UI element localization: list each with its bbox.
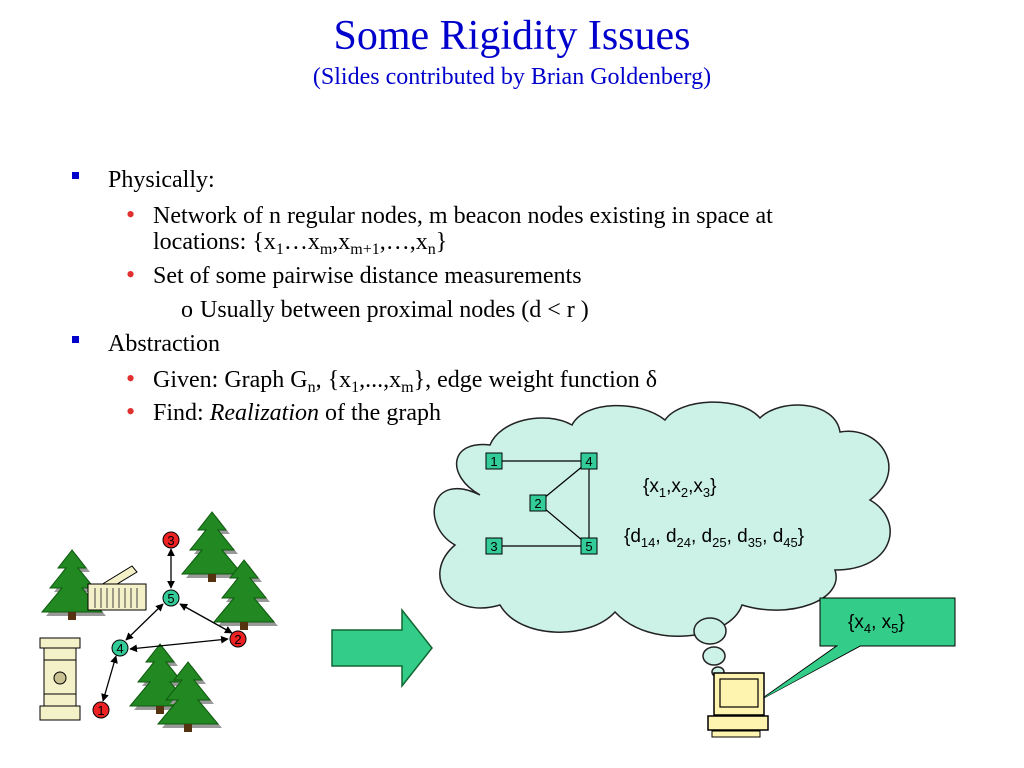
scene-edges: [101, 548, 233, 702]
graph-node: [580, 452, 598, 470]
graph-node: [529, 494, 547, 512]
callout-text: {x4, x5}: [848, 612, 905, 636]
bullet-network: Network of n regular nodes, m beacon nod…: [153, 203, 773, 229]
tower-icon: [39, 637, 81, 721]
regular-node: [162, 589, 180, 607]
beacon-set: {x1,x2,x3}: [643, 476, 716, 500]
bullet-dot-icon: •: [126, 364, 136, 393]
beacon-node-label: 1: [97, 703, 104, 718]
beacon-node: [92, 701, 110, 719]
computer-icon: [707, 672, 769, 738]
bullet-proximal: Usually between proximal nodes (d < r ): [200, 297, 589, 323]
beacon-node: [229, 630, 247, 648]
bullet-given: Given: Graph Gn, {x1,...,xm}, edge weigh…: [153, 367, 658, 396]
building-icon: [87, 565, 147, 611]
regular-node: [111, 639, 129, 657]
beacon-node-label: 3: [167, 533, 174, 548]
graph-node: [485, 537, 503, 555]
graph-node-label: 3: [490, 539, 497, 554]
arrow-right-icon: [331, 607, 433, 689]
regular-node-label: 5: [167, 591, 174, 606]
bullet-dot-icon: •: [126, 397, 136, 426]
bullet-abstraction: Abstraction: [108, 331, 220, 357]
graph-node-label: 5: [585, 539, 592, 554]
bullet-square-icon: [72, 336, 79, 343]
slide-subtitle: (Slides contributed by Brian Goldenberg): [312, 64, 712, 90]
bullet-o-marker: o: [181, 297, 193, 323]
distance-set: {d14, d24, d25, d35, d45}: [624, 526, 804, 550]
bullet-physically: Physically:: [108, 167, 215, 193]
graph-node-label: 1: [490, 454, 497, 469]
bullet-dot-icon: •: [126, 260, 136, 289]
bullet-find: Find: Realization of the graph: [153, 400, 441, 426]
beacon-node: [162, 531, 180, 549]
bullet-square-icon: [72, 172, 79, 179]
slide-title: Some Rigidity Issues: [333, 13, 691, 59]
graph-node: [580, 537, 598, 555]
regular-node-label: 4: [116, 641, 123, 656]
beacon-node-label: 2: [234, 632, 241, 647]
bullet-dot-icon: •: [126, 200, 136, 229]
callout-box: [759, 597, 956, 701]
bullet-distance: Set of some pairwise distance measuremen…: [153, 263, 582, 289]
graph-node-label: 4: [585, 454, 592, 469]
graph-node-label: 2: [534, 496, 541, 511]
graph-node: [485, 452, 503, 470]
bullet-network-locations: locations: {x1…xm,xm+1,…,xn}: [153, 229, 448, 258]
